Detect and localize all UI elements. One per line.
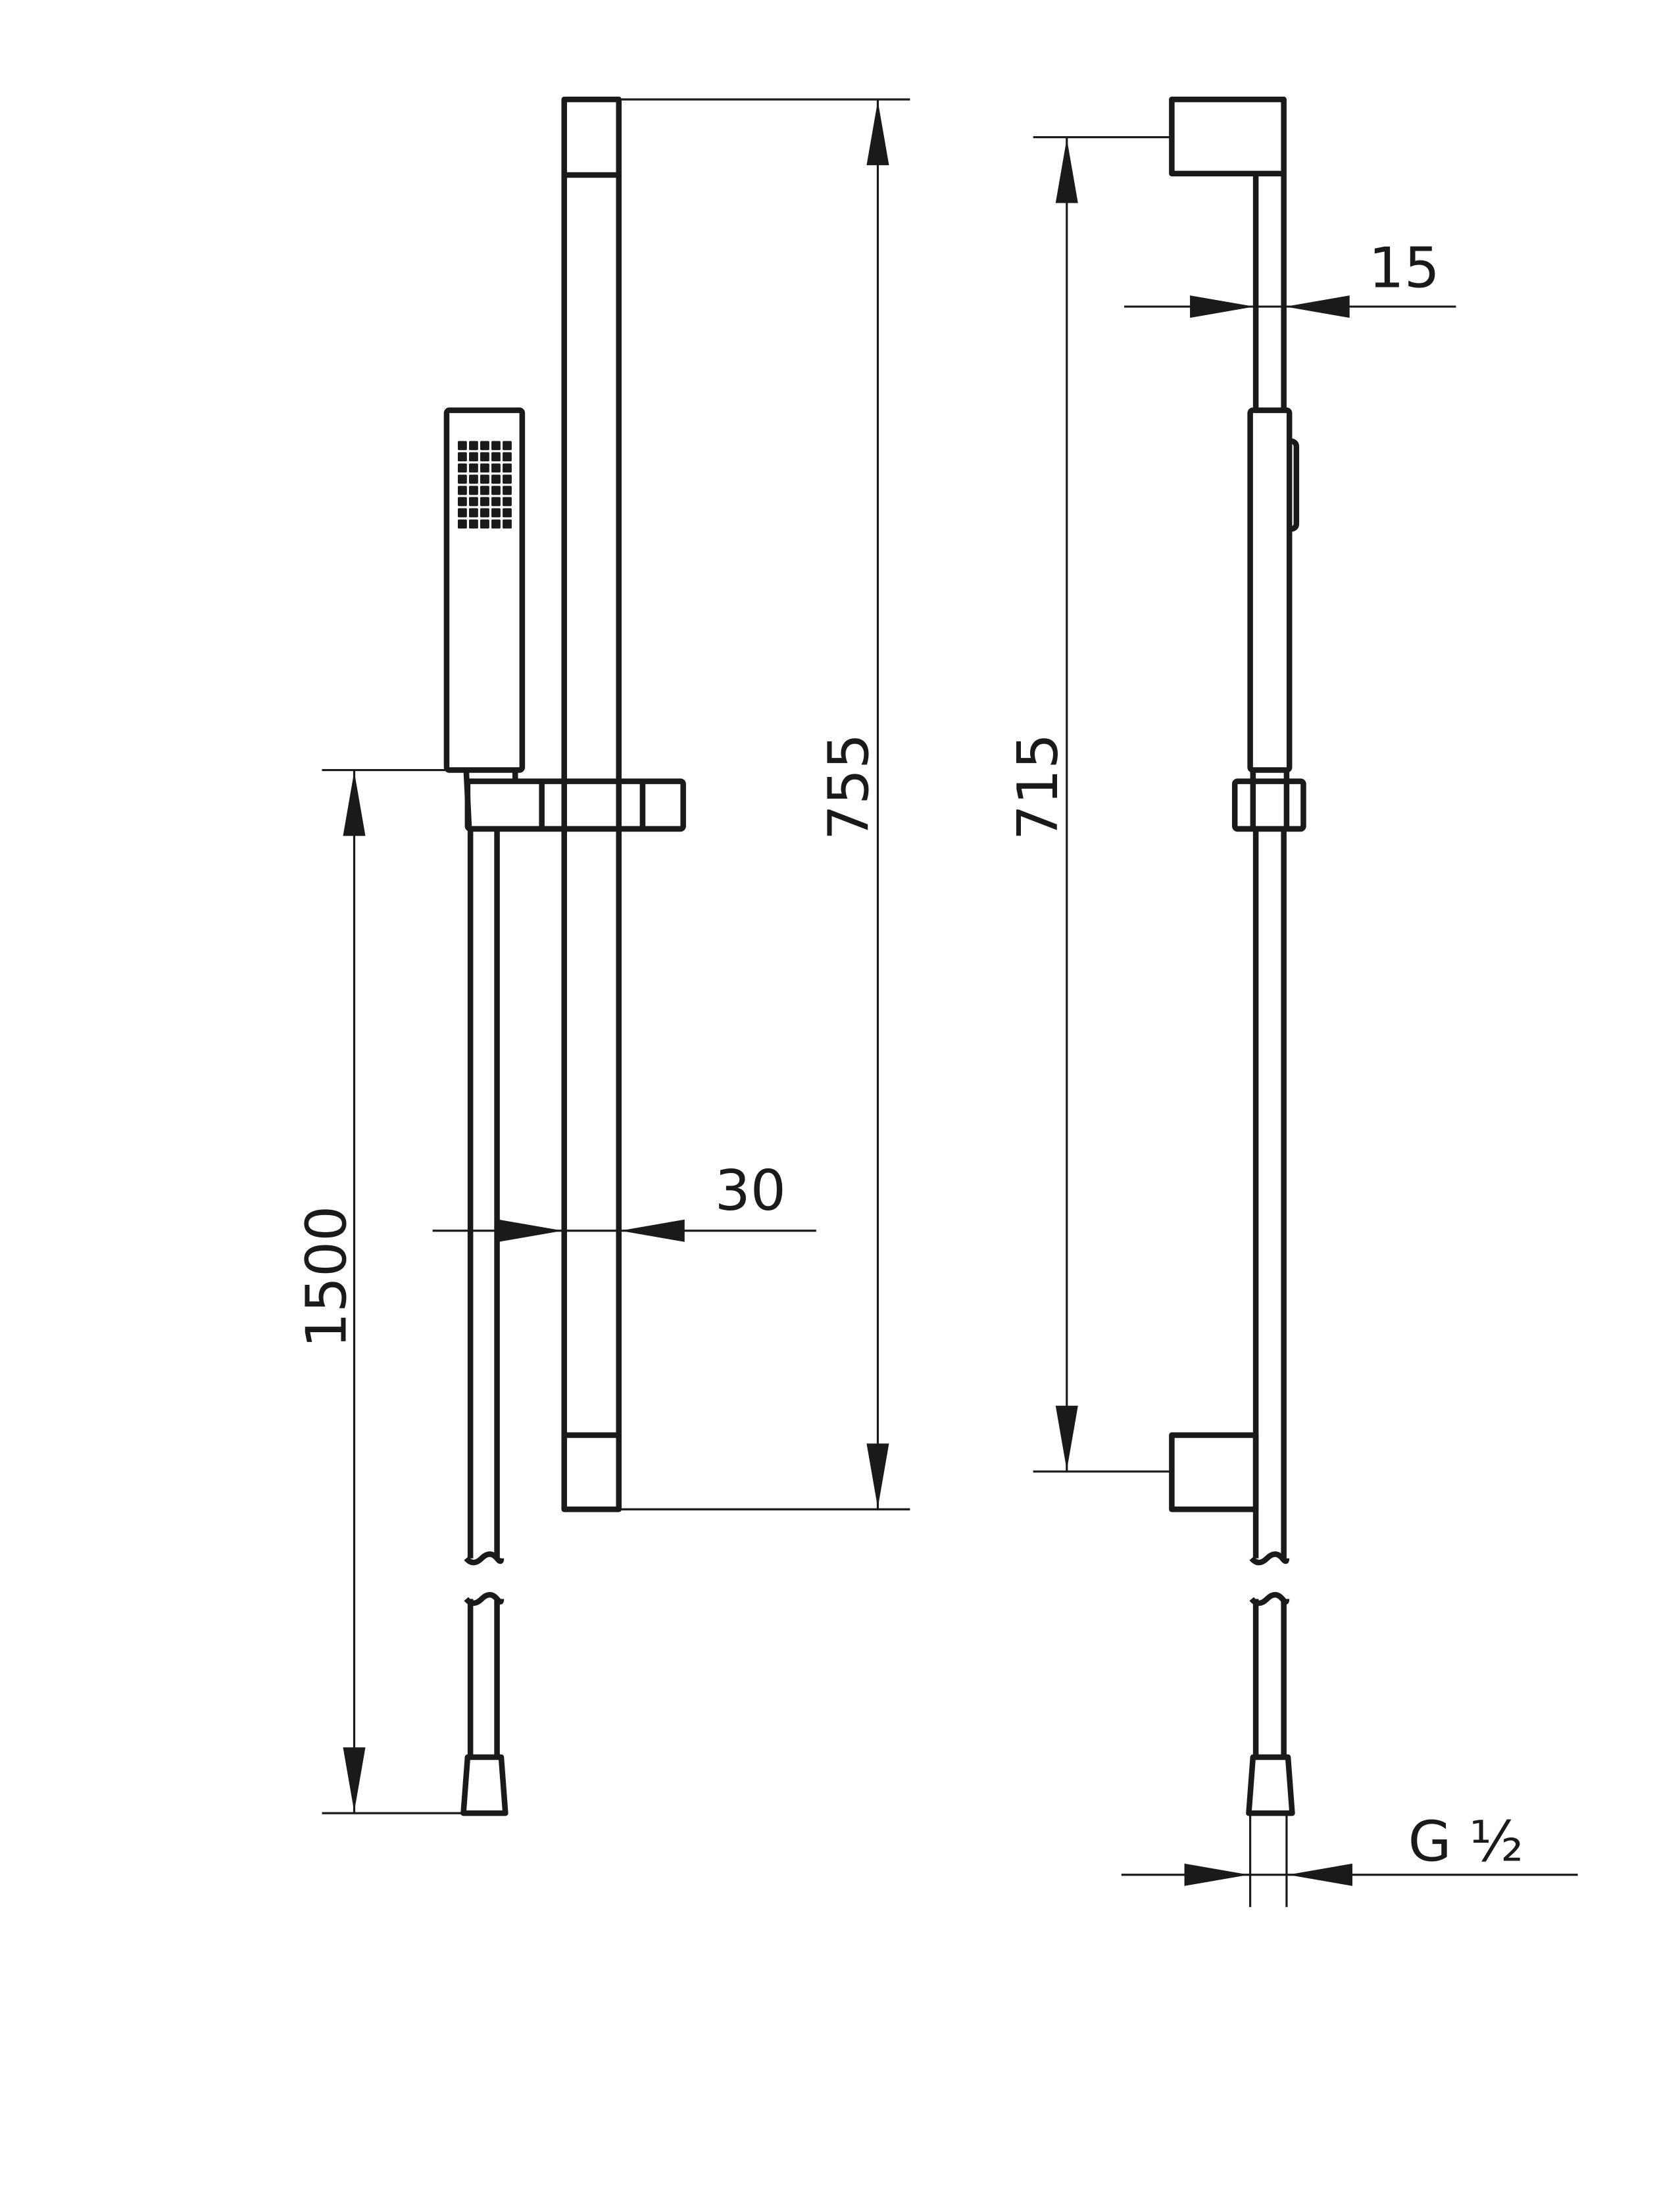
slider-holder-side [1231, 770, 1306, 832]
nozzle [457, 441, 467, 451]
dimension-connection-thread: G ½ [1121, 1809, 1578, 1907]
nozzle [457, 452, 467, 462]
arrow-up-icon [1055, 138, 1078, 203]
nozzle [503, 486, 512, 495]
arrow-up-icon [343, 771, 366, 836]
nozzle [491, 441, 501, 451]
dimension-rail-depth: 15 [1124, 236, 1456, 318]
nozzle [480, 452, 489, 462]
dimension-label-755: 755 [817, 734, 882, 840]
nozzle [503, 508, 512, 518]
dimension-rail-length: 755 [618, 98, 910, 1510]
arrow-right-icon [1184, 1863, 1249, 1886]
nozzle [503, 441, 512, 451]
nozzle [503, 519, 512, 529]
rail-side [1252, 173, 1287, 411]
nozzle [469, 497, 478, 507]
nozzle [457, 508, 467, 518]
nozzle [480, 497, 489, 507]
wall-bracket-top [1169, 96, 1287, 177]
dimension-label-15: 15 [1369, 236, 1440, 301]
rail-front [561, 96, 622, 1512]
arrow-left-icon [620, 1219, 685, 1242]
wall-bracket-bottom [1169, 1432, 1259, 1512]
nozzle [491, 486, 501, 495]
nozzle [491, 497, 501, 507]
nozzle [469, 474, 478, 484]
dimension-label-thread: G ½ [1408, 1809, 1524, 1874]
nozzle [480, 463, 489, 473]
arrow-left-icon [1285, 295, 1350, 318]
dimension-label-1500: 1500 [295, 1206, 360, 1349]
hose-side [1246, 828, 1295, 1816]
dimension-label-715: 715 [1006, 734, 1071, 840]
nozzle [469, 441, 478, 451]
nozzle [480, 508, 489, 518]
nozzle [457, 474, 467, 484]
nozzle [480, 474, 489, 484]
nozzle [469, 486, 478, 495]
nozzle [457, 486, 467, 495]
arrow-down-icon [866, 1443, 889, 1508]
nozzle [503, 497, 512, 507]
nozzle [480, 441, 489, 451]
nozzle [457, 519, 467, 529]
arrow-left-icon [1288, 1863, 1352, 1886]
dimension-bracket-spacing: 715 [1006, 136, 1172, 1473]
hose-front [460, 828, 508, 1816]
nozzle [480, 519, 489, 529]
arrow-right-icon [498, 1219, 563, 1242]
nozzle [491, 463, 501, 473]
nozzle [469, 508, 478, 518]
nozzle [503, 452, 512, 462]
nozzle [491, 452, 501, 462]
nozzle [491, 508, 501, 518]
side-view: 15 715 G ½ [1006, 96, 1578, 1907]
nozzle [469, 452, 478, 462]
dimension-rail-width: 30 [432, 1159, 816, 1260]
nozzle [469, 519, 478, 529]
nozzle [503, 474, 512, 484]
front-view: 1500 755 30 [295, 96, 910, 1816]
hand-shower-front [443, 407, 526, 826]
nozzle [469, 463, 478, 473]
nozzle-grid-icon [457, 441, 512, 529]
dimension-label-30: 30 [715, 1159, 786, 1224]
arrow-down-icon [1055, 1405, 1078, 1470]
nozzle [491, 474, 501, 484]
slider-holder-front [464, 778, 686, 832]
arrow-right-icon [1190, 295, 1254, 318]
arrow-up-icon [866, 101, 889, 166]
arrow-down-icon [343, 1747, 366, 1812]
nozzle [480, 486, 489, 495]
nozzle [457, 497, 467, 507]
hand-shower-side [1247, 407, 1300, 773]
nozzle [457, 463, 467, 473]
dimension-hose-length: 1500 [295, 768, 466, 1814]
nozzle [491, 519, 501, 529]
nozzle [503, 463, 512, 473]
